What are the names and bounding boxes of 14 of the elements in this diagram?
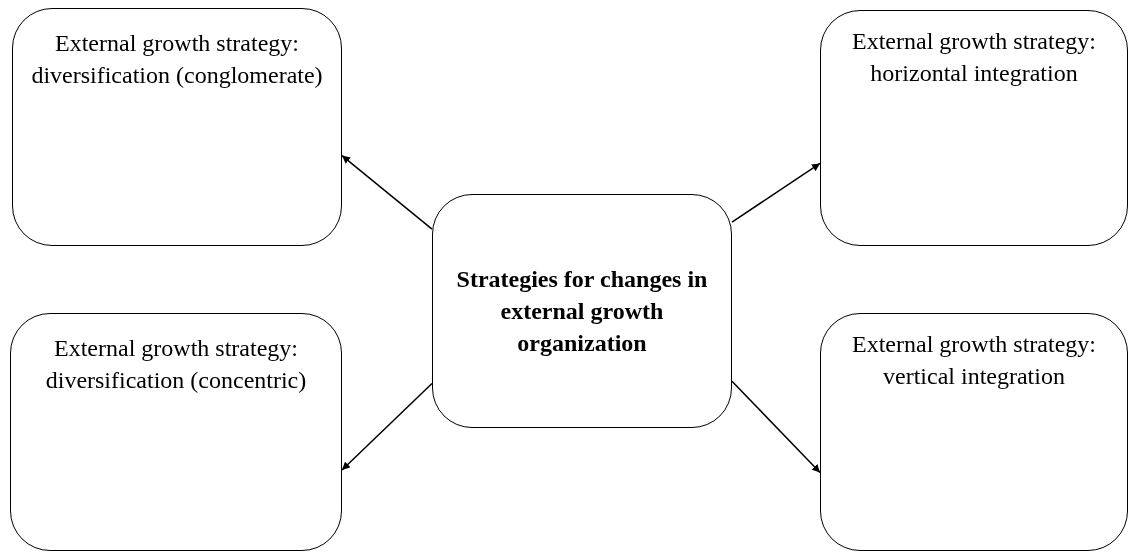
arrow bbox=[731, 380, 821, 474]
box-text: External growth strategy: horizontal integration bbox=[851, 27, 1097, 88]
arrow bbox=[731, 162, 821, 223]
box-text: External growth strategy: diversification (conglomerate) bbox=[30, 29, 324, 90]
rounded-box bbox=[820, 313, 1128, 551]
box-text: Strategies for changes in external growth organization bbox=[455, 265, 709, 358]
rounded-box bbox=[432, 194, 732, 428]
arrow bbox=[341, 382, 433, 471]
box-text: External growth strategy: diversification (concentric) bbox=[44, 334, 308, 395]
rounded-box bbox=[10, 313, 342, 551]
arrow bbox=[341, 154, 433, 230]
rounded-box bbox=[12, 8, 342, 246]
box-text: External growth strategy: vertical integration bbox=[851, 330, 1097, 391]
rounded-box bbox=[820, 10, 1128, 246]
